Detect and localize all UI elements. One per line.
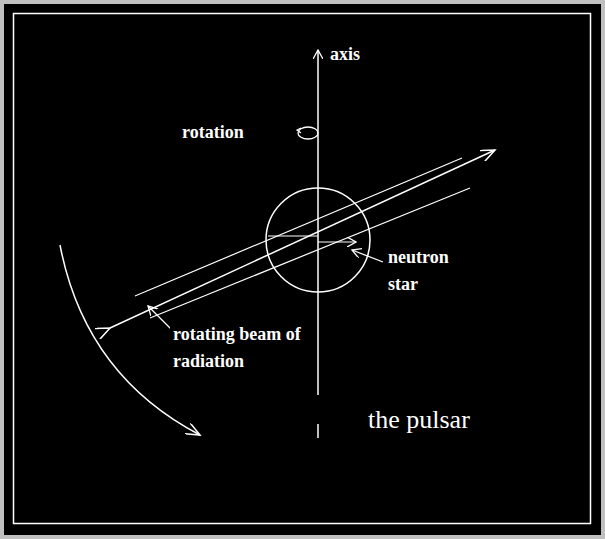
- inner-border: [14, 14, 591, 524]
- beam-label: rotating beam of radiation: [170, 321, 316, 375]
- leader-line: [352, 250, 383, 262]
- rotation-label: rotation: [182, 119, 244, 146]
- rotation-axis: [317, 50, 319, 395]
- rotation-symbol: [298, 127, 318, 139]
- beam-edge: [150, 188, 470, 318]
- figure-title: the pulsar: [368, 404, 470, 435]
- axis-dash: [317, 424, 319, 438]
- axis-label: axis: [330, 41, 360, 68]
- part-label: neutron star: [388, 244, 468, 298]
- black-ground: [4, 4, 601, 535]
- rotation-arrowhead: [297, 128, 301, 133]
- beam-axis: [110, 150, 495, 328]
